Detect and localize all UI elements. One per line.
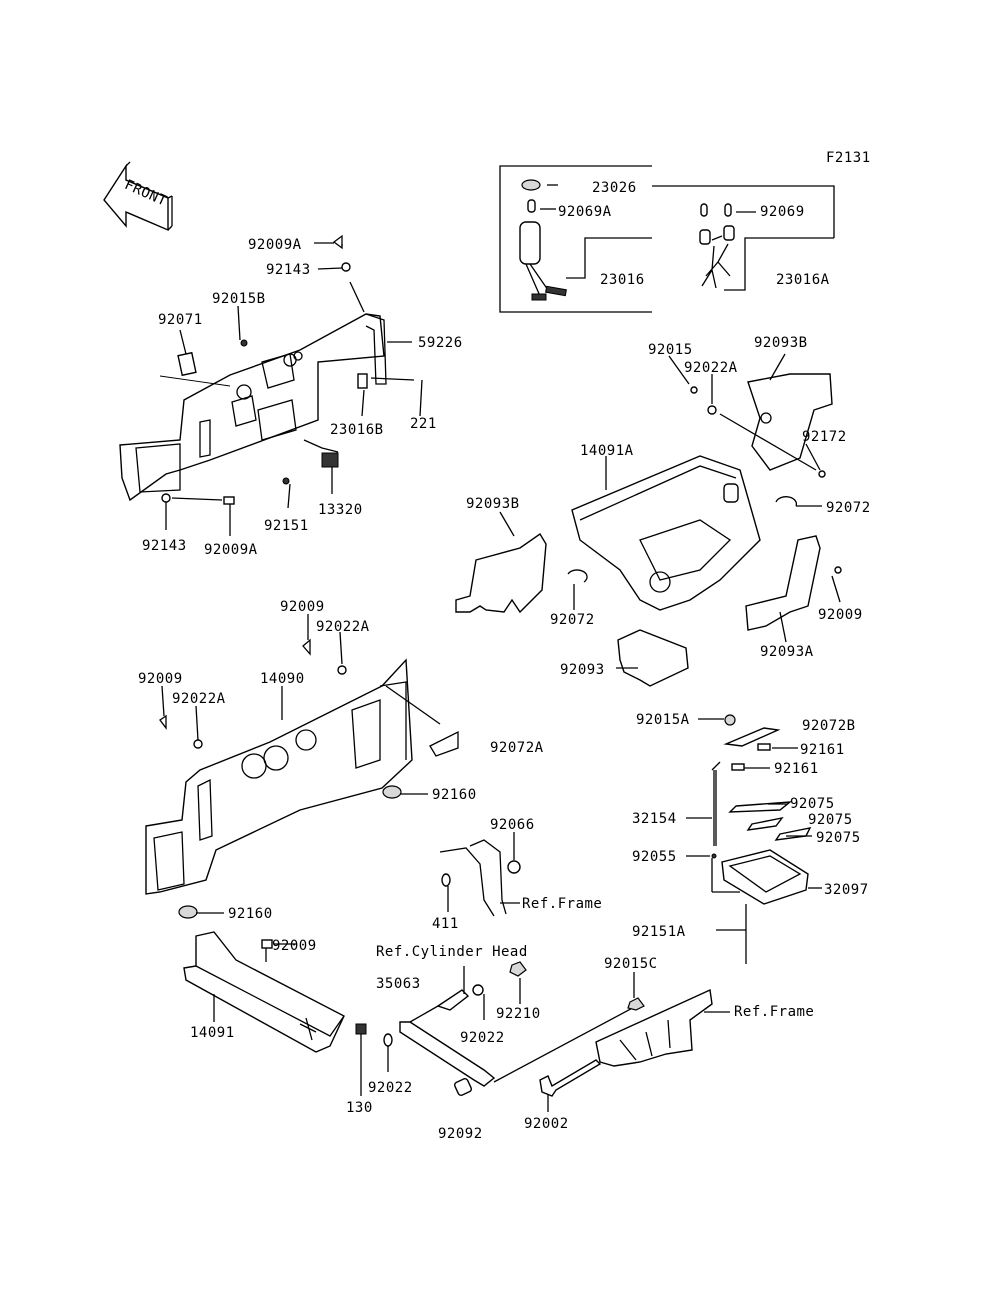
label-92022A-right: 92022A [684,360,738,376]
label-92009-right: 92009 [818,607,863,623]
label-23016B: 23016B [330,422,384,438]
label-59226: 59226 [418,335,463,351]
bracket-92093 [617,629,689,687]
label-92075-c: 92075 [816,830,861,846]
inset-box-ignition: 23026 92069A 23016 92069 23016A [499,165,835,313]
label-13320: 13320 [318,502,363,518]
label-92066: 92066 [490,817,535,833]
front-panel-59226: 92009A 92143 92015B 92071 59226 23016B 2… [119,234,463,558]
bracket-92093B-right [747,373,833,471]
label-92002: 92002 [524,1116,569,1132]
label-92072A: 92072A [490,740,544,756]
front-arrow-icon: FRONT [103,161,173,232]
label-92072B: 92072B [802,718,856,734]
label-92093A: 92093A [760,644,814,660]
label-92009-bot: 92009 [272,938,317,954]
label-92160-bot: 92160 [228,906,273,922]
label-92009A-top: 92009A [248,237,302,253]
label-14090: 14090 [260,671,305,687]
label-92072-right: 92072 [826,500,871,516]
label-14091A: 14091A [580,443,634,459]
battery-tray-32097: 92015A 92072B 92161 92161 32154 92075 92… [632,712,869,964]
label-23026: 23026 [592,180,637,196]
label-92009-mid: 92009 [280,599,325,615]
label-92143-bot: 92143 [142,538,187,554]
label-92161-b: 92161 [774,761,819,777]
label-92092: 92092 [438,1126,483,1142]
label-92022A-left: 92022A [172,691,226,707]
label-221: 221 [410,416,437,432]
label-92151: 92151 [264,518,309,534]
label-23016A: 23016A [776,272,830,288]
label-411: 411 [432,916,459,932]
label-14091: 14091 [190,1025,235,1041]
label-92093: 92093 [560,662,605,678]
panel-14090: 92009 92022A 92009 92022A 14090 92072A 9… [138,599,544,922]
label-92015: 92015 [648,342,693,358]
label-ref-cylinder-head: Ref.Cylinder Head [376,944,528,960]
label-92055: 92055 [632,849,677,865]
rod-92092 [399,1021,496,1087]
bracket-92093A [745,535,821,631]
label-92210: 92210 [496,1006,541,1022]
bracket-92093B-left [455,532,547,614]
label-92093B-left: 92093B [466,496,520,512]
bracket-92071 [177,351,197,377]
label-35063: 35063 [376,976,421,992]
label-92143-top: 92143 [266,262,311,278]
frame-ref-lower [595,988,713,1067]
label-92093B-right: 92093B [754,335,808,351]
undercover-14091A: 92015 92022A 92093B 14091A 92172 92093B … [455,335,871,687]
bracket-35063 [436,989,470,1011]
label-32097: 32097 [824,882,869,898]
label-92009-left: 92009 [138,671,183,687]
label-92069A: 92069A [558,204,612,220]
bolt-92002 [539,1059,602,1097]
label-32154: 32154 [632,811,677,827]
frame-ref-upper: 92066 411 Ref.Frame [432,817,602,932]
label-92015B: 92015B [212,291,266,307]
label-92015A: 92015A [636,712,690,728]
label-92072-left: 92072 [550,612,595,628]
lower-assembly: 92009 14091 Ref.Cylinder Head 35063 9221… [183,931,814,1142]
label-ref-frame-2: Ref.Frame [734,1004,814,1020]
label-92161-a: 92161 [800,742,845,758]
figure-code: F2131 [826,150,871,166]
label-92009A-bot: 92009A [204,542,258,558]
label-130: 130 [346,1100,373,1116]
label-92160-mid: 92160 [432,787,477,803]
label-23016: 23016 [600,272,645,288]
label-92075-a: 92075 [790,796,835,812]
label-92069: 92069 [760,204,805,220]
label-92022A-mid: 92022A [316,619,370,635]
label-92151A: 92151A [632,924,686,940]
label-92172: 92172 [802,429,847,445]
label-92071: 92071 [158,312,203,328]
label-92022-b: 92022 [368,1080,413,1096]
label-ref-frame-1: Ref.Frame [522,896,602,912]
label-92075-b: 92075 [808,812,853,828]
label-92022-a: 92022 [460,1030,505,1046]
label-92015C: 92015C [604,956,658,972]
